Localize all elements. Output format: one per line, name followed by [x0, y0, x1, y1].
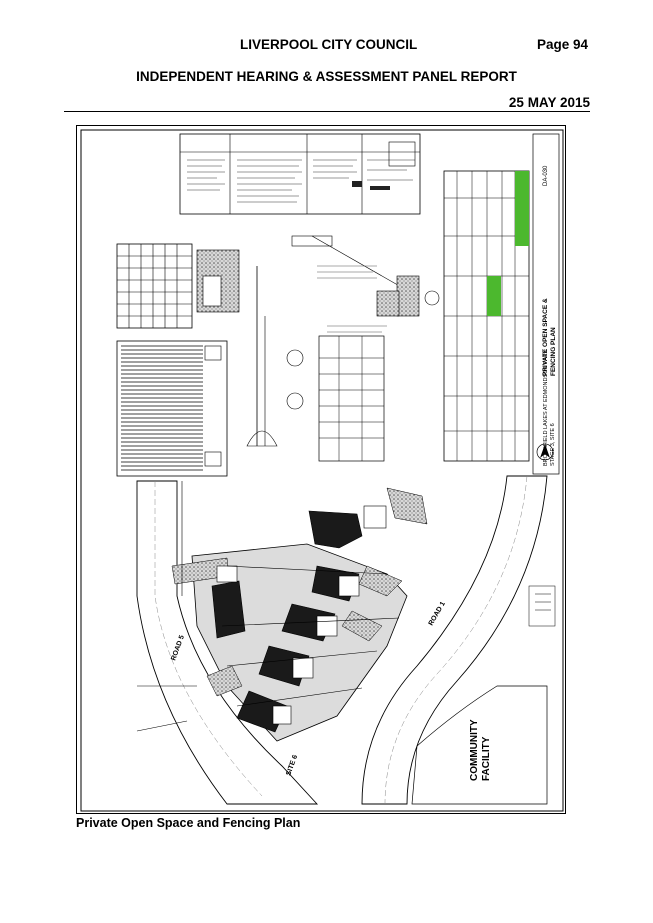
road-5 — [136, 480, 319, 805]
sheet-title-2: FENCING PLAN — [550, 327, 557, 376]
community-label: COMMUNITY — [469, 719, 480, 781]
compliance-highlight — [515, 171, 529, 246]
council-name: LIVERPOOL CITY COUNCIL — [240, 37, 418, 52]
report-date: 25 MAY 2015 — [508, 95, 590, 110]
lot-area-table — [318, 335, 385, 462]
drawing-border — [80, 129, 564, 812]
facility-label: FACILITY — [481, 736, 492, 781]
project-title: BROOKFIELD LAKES AT EDMONDSON PARK — [543, 349, 549, 466]
fence-elevation-2 — [116, 340, 228, 477]
road-1-label: ROAD 1 — [428, 601, 447, 627]
project-stage: STAGE 3, SITE 6 — [550, 423, 556, 466]
drawing-number: DA-030 — [543, 165, 549, 186]
report-title: INDEPENDENT HEARING & ASSESSMENT PANEL R… — [136, 69, 517, 84]
site-6-label: SITE 6 — [285, 754, 299, 777]
title-block — [532, 133, 560, 475]
header-rule — [64, 111, 590, 112]
figure-caption: Private Open Space and Fencing Plan — [76, 816, 301, 830]
plan-drawing: BROOKFIELD LAKES AT EDMONDSON PARK STAGE… — [76, 125, 566, 814]
community-facility-area — [411, 685, 548, 805]
schedule-block — [179, 133, 421, 215]
plan-drawing-svg: BROOKFIELD LAKES AT EDMONDSON PARK STAGE… — [80, 129, 564, 812]
page-number: Page 94 — [537, 37, 589, 52]
road-1 — [361, 475, 548, 805]
fence-elevation-1 — [116, 243, 193, 329]
sheet-title: PRIVATE OPEN SPACE & — [542, 298, 549, 376]
